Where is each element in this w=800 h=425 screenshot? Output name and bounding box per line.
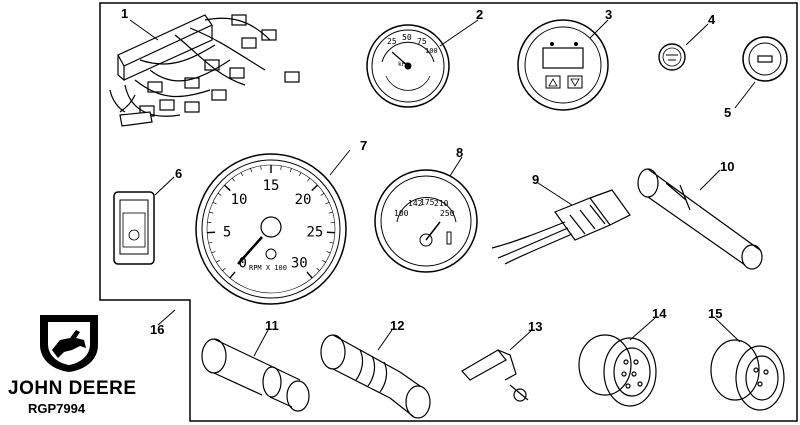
callout-leaders (129, 19, 756, 357)
callout-5: 5 (724, 105, 731, 120)
tach-minor-tick (328, 211, 333, 214)
callout-6: 6 (175, 166, 182, 181)
part-number: RGP7994 (28, 401, 86, 416)
part-12-bellows-plug (320, 334, 431, 419)
pressure-unit: kPa (398, 61, 409, 68)
part-6-rocker-switch (113, 191, 155, 265)
callout-1: 1 (121, 6, 128, 21)
tach-minor-tick (260, 165, 262, 170)
part-3-digital-display (517, 19, 609, 111)
tach-minor-tick (212, 201, 217, 205)
callout-4: 4 (708, 12, 716, 27)
callout-14: 14 (652, 306, 667, 321)
tach-major-tick (311, 184, 319, 192)
tach-minor-tick (316, 267, 320, 271)
temp-scale-175: 175 (420, 198, 435, 207)
callout-8: 8 (456, 145, 463, 160)
tach-minor-tick (322, 259, 326, 263)
part-1-wiring-harness (109, 14, 300, 127)
tach-minor-tick (211, 251, 216, 254)
tachometer-ticks (207, 165, 335, 279)
tach-minor-tick (216, 259, 220, 263)
temp-scale-250: 250 (440, 209, 455, 218)
tach-minor-tick (307, 177, 311, 182)
pressure-scale-75: 75 (417, 37, 427, 46)
tach-minor-tick (240, 172, 244, 177)
part-9-connector (491, 189, 631, 265)
tach-minor-tick (329, 241, 334, 244)
part-13-terminal-clip (461, 349, 529, 402)
tach-minor-tick (208, 241, 213, 244)
tach-minor-tick (222, 267, 226, 271)
part-14-round-connector (578, 334, 657, 407)
callout-2: 2 (476, 7, 483, 22)
tach-scale-label: 20 (295, 192, 312, 208)
callout-11: 11 (265, 318, 279, 333)
tach-scale-label: 30 (291, 256, 308, 272)
callout-7: 7 (360, 138, 367, 153)
callout-13: 13 (528, 319, 542, 334)
brand-name: JOHN DEERE (8, 378, 137, 399)
tach-major-tick (306, 271, 313, 279)
tachometer-scale-labels: 05 10 15 20 25 30 (223, 178, 323, 272)
tachometer-unit: RPM X 100 (249, 264, 287, 272)
tach-scale-label: 10 (231, 192, 248, 208)
tach-minor-tick (326, 251, 331, 254)
tach-minor-tick (298, 172, 302, 177)
temp-scale-210: 210 (434, 199, 449, 208)
part-11-plug (201, 338, 310, 412)
tach-minor-tick (217, 192, 222, 196)
callout-3: 3 (605, 7, 612, 22)
tach-minor-tick (250, 168, 253, 173)
tach-scale-label: 5 (223, 225, 231, 241)
tach-major-tick (223, 184, 231, 192)
part-10-cylinder-housing (637, 168, 763, 270)
tach-minor-tick (289, 168, 292, 173)
part-15-round-connector (710, 339, 785, 411)
tach-minor-tick (280, 165, 282, 170)
callout-12: 12 (390, 318, 404, 333)
part-7-tachometer (195, 153, 347, 305)
tach-minor-tick (209, 211, 214, 214)
part-8-temperature-gauge (374, 169, 478, 273)
tach-scale-label: 15 (263, 178, 280, 194)
pressure-scale-50: 50 (402, 33, 412, 42)
callout-10: 10 (720, 159, 734, 174)
callout-15: 15 (708, 306, 722, 321)
john-deere-logo (40, 315, 98, 372)
part-2-pressure-gauge (366, 24, 450, 108)
diagram-frame (99, 2, 798, 422)
pressure-scale-25: 25 (387, 37, 397, 46)
callout-9: 9 (532, 172, 539, 187)
tach-scale-label: 25 (306, 225, 323, 241)
callout-16: 16 (150, 322, 164, 337)
tach-minor-tick (320, 192, 325, 196)
temp-scale-100: 100 (394, 209, 409, 218)
pressure-scale-100: 100 (425, 47, 438, 55)
part-5-key-switch (742, 36, 788, 82)
temp-scale-142: 142 (408, 199, 423, 208)
tach-minor-tick (231, 177, 235, 182)
part-4-indicator-lamp (658, 43, 686, 71)
tach-scale-label: 0 (238, 256, 246, 272)
callout-labels: 1 2 3 4 5 6 7 8 9 10 11 12 13 14 15 16 (121, 6, 734, 337)
tach-major-tick (229, 271, 236, 279)
tach-minor-tick (325, 201, 330, 205)
